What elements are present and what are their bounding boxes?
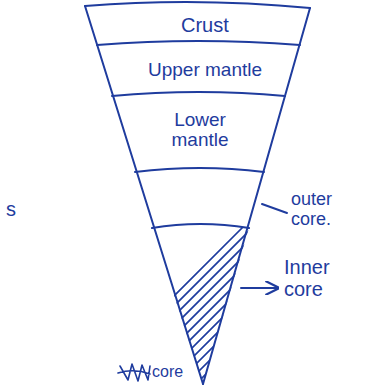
leader-arrow xyxy=(241,287,278,289)
layer-band: Lower mantle xyxy=(159,108,241,152)
layer-boundary xyxy=(112,92,285,96)
layer-band: Crust xyxy=(179,13,231,38)
layer-name: Lower mantle xyxy=(161,110,239,150)
layer-label: s xyxy=(6,198,16,220)
layer-boundary xyxy=(152,224,249,228)
layer-label: core xyxy=(152,363,183,381)
leader-line xyxy=(262,204,287,213)
scribble xyxy=(118,364,150,381)
layer-name: Upper mantle xyxy=(148,60,262,80)
surface-arc xyxy=(85,2,310,8)
layer-boundary xyxy=(135,168,264,172)
layer-label: outer core. xyxy=(291,190,367,230)
inner-core-hatch xyxy=(80,220,390,388)
layer-boundary xyxy=(97,41,300,45)
layer-label: Inner core xyxy=(284,256,356,300)
layer-name: Crust xyxy=(181,15,229,36)
layer-band: Upper mantle xyxy=(146,58,264,82)
